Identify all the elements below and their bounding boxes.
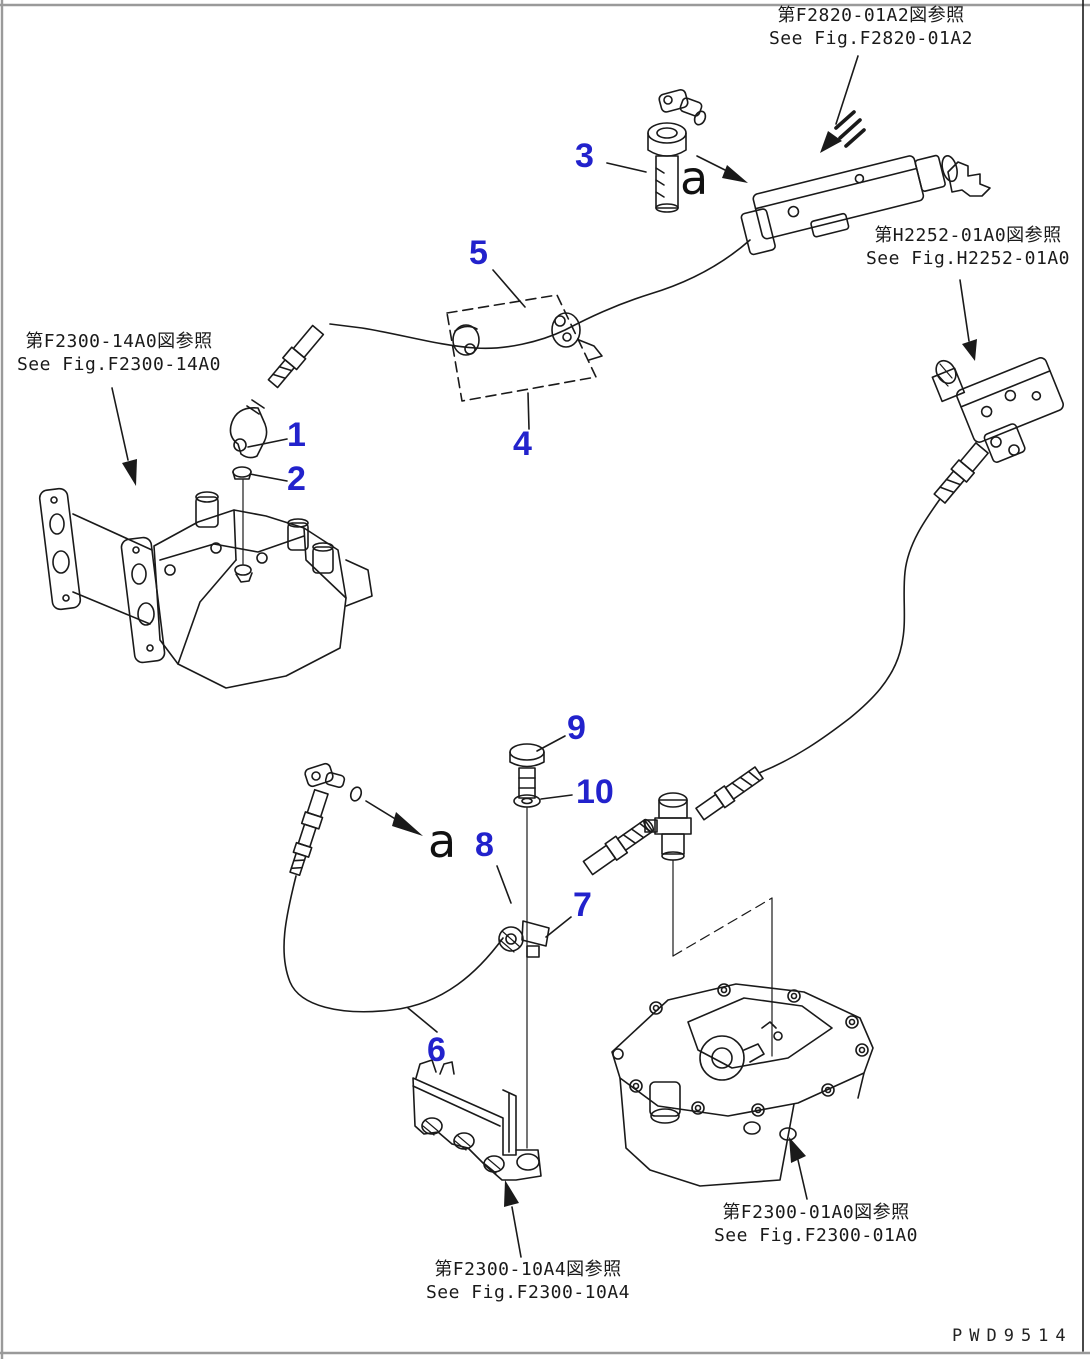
callout-leader-lines [247, 162, 647, 1033]
callout-6: 6 [427, 1031, 446, 1069]
connection-label-a-mid: a [428, 814, 457, 868]
callout-1: 1 [287, 416, 306, 454]
callout-7: 7 [573, 886, 592, 924]
connection-label-a-top: a [680, 151, 709, 205]
ref-label-jp-line: 第F2300-14A0図参照 [25, 331, 213, 352]
ref-label-f2300-10a4: 第F2300-10A4図参照 See Fig.F2300-10A4 [402, 1258, 654, 1305]
ref-label-en-line: See Fig.F2300-14A0 [16, 354, 222, 376]
ref-label-f2820-01a2: 第F2820-01A2図参照 See Fig.F2820-01A2 [745, 4, 997, 51]
callout-3: 3 [575, 137, 594, 175]
drawing-number-stamp: PWD9514 [952, 1326, 1073, 1346]
tee-fitting-group [582, 766, 773, 1057]
connection-arrow-top [696, 155, 748, 183]
valve-body [740, 154, 958, 256]
ref-label-en-line: See Fig.F2820-01A2 [768, 28, 974, 50]
ref-label-arrows [111, 55, 977, 1258]
callout-8: 8 [475, 826, 494, 864]
h2252-valve [931, 357, 1064, 504]
hose-clamp-right [551, 312, 603, 361]
bolt-9-drawing [509, 743, 545, 799]
f2820-valve-assembly [647, 89, 991, 256]
mounting-bracket [412, 1059, 542, 1181]
valve-spline-end [947, 161, 991, 197]
ref-label-en-line: See Fig.F2300-01A0 [713, 1225, 919, 1247]
ref-label-jp-line: 第F2300-01A0図参照 [722, 1202, 910, 1223]
ref-label-f2300-14a0: 第F2300-14A0図参照 See Fig.F2300-14A0 [0, 330, 238, 377]
control-valve-body [611, 983, 874, 1187]
callout-4: 4 [513, 425, 532, 463]
plug-2 [232, 466, 253, 583]
section-plane-lines [672, 897, 773, 1057]
callout-5: 5 [469, 234, 488, 272]
connection-arrow-mid [365, 800, 423, 836]
hatched-stud [834, 110, 866, 148]
upper-hose [267, 239, 751, 389]
callout-10: 10 [576, 773, 614, 811]
pump-assembly [38, 487, 373, 689]
hose-6-stem [289, 788, 329, 877]
ref-label-h2252-01a0: 第H2252-01A0図参照 See Fig.H2252-01A0 [848, 224, 1088, 271]
bolt-3-drawing [647, 122, 687, 213]
h2252-hose-connector [933, 442, 989, 504]
elbow-fitting-top [658, 89, 707, 126]
ref-label-en-line: See Fig.F2300-10A4 [425, 1282, 631, 1304]
ref-label-jp-line: 第F2300-10A4図参照 [434, 1259, 622, 1280]
tee-right-hose-segment [695, 766, 764, 821]
hose-6 [283, 762, 504, 1013]
hose-clamp-left [452, 324, 480, 356]
hose-6-elbow-top [304, 762, 363, 802]
callout-2: 2 [287, 460, 306, 498]
callout-9: 9 [567, 709, 586, 747]
elbow-7-8-drawing [498, 920, 550, 958]
ref-label-f2300-01a0: 第F2300-01A0図参照 See Fig.F2300-01A0 [690, 1201, 942, 1248]
ref-label-jp-line: 第H2252-01A0図参照 [874, 225, 1062, 246]
right-long-hose [758, 498, 941, 774]
upper-hose-end-fitting [267, 324, 325, 389]
ref-label-en-line: See Fig.H2252-01A0 [865, 248, 1071, 270]
ref-label-jp-line: 第F2820-01A2図参照 [777, 5, 965, 26]
washer-10-drawing [513, 794, 541, 808]
elbow-fitting-1 [229, 399, 268, 459]
